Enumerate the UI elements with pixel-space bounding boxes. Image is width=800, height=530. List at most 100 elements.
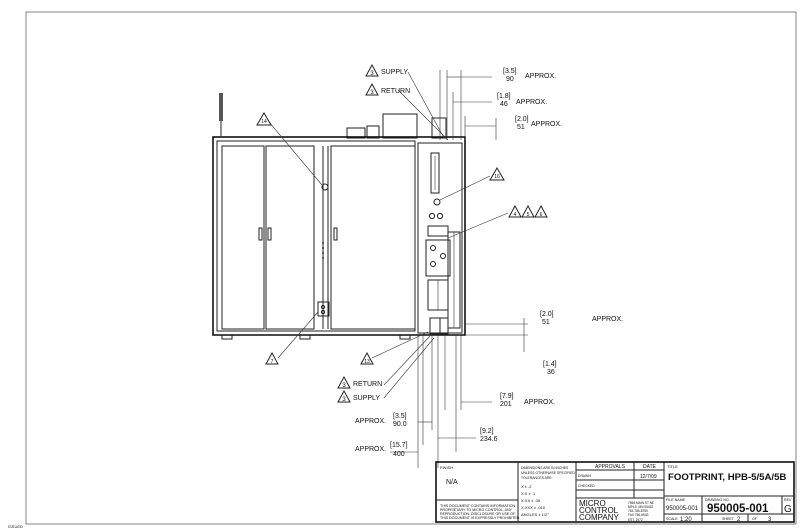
svg-text:REV: REV [784, 498, 792, 502]
company-line-3: COMPANY [579, 513, 620, 522]
drawing-title: FOOTPRINT, HPB-5/5A/5B [668, 472, 786, 483]
dimension-text: [3.5] 90 APPROX. [1.8] 46 APPROX. [2.0] … [355, 68, 623, 458]
svg-text:3: 3 [342, 397, 346, 403]
svg-text:13: 13 [364, 359, 370, 365]
svg-text:SHEET: SHEET [722, 517, 735, 521]
dim5-in: [1.4] [543, 361, 557, 368]
svg-text:FAX 786-6543: FAX 786-6543 [628, 513, 649, 517]
supply-top-label: SUPPLY [381, 69, 408, 76]
svg-text:THIS DOCUMENT CONTAINS INFORMA: THIS DOCUMENT CONTAINS INFORMATION [440, 504, 515, 508]
dimension-lines [390, 70, 528, 468]
tag-5 [521, 204, 535, 218]
date-value: 12/7/09 [640, 474, 657, 480]
dim6-note: APPROX. [524, 399, 555, 406]
control-column [417, 142, 463, 334]
dim9-note: APPROX. [355, 446, 386, 453]
tag-4 [508, 204, 522, 218]
cabinet [212, 136, 466, 336]
date-label: DATE [643, 464, 657, 470]
left-door-1 [221, 145, 265, 330]
tag-16 [489, 167, 505, 181]
svg-text:5: 5 [527, 212, 530, 218]
file-name-value: 950005-001 [666, 506, 699, 512]
tag-14 [256, 112, 272, 126]
svg-text:UNLESS OTHERWISE SPECIFIED: UNLESS OTHERWISE SPECIFIED [521, 471, 575, 475]
svg-text:4: 4 [514, 212, 517, 218]
right-door [330, 145, 416, 330]
svg-text:3: 3 [342, 383, 346, 389]
dim3-in: [2.0] [515, 116, 529, 123]
sheet-value: 2 [737, 517, 741, 523]
rev-value: G [784, 504, 792, 515]
tag-6 [534, 204, 548, 218]
svg-text:DRAWING NO.: DRAWING NO. [705, 498, 730, 502]
title-label: TITLE [667, 464, 678, 469]
return-top-label: RETURN [381, 88, 410, 95]
finish-value: N/A [446, 479, 458, 486]
svg-text:CHECKED: CHECKED [578, 484, 595, 488]
sheet-border [25, 11, 797, 525]
tag-7 [265, 351, 279, 365]
svg-text:3: 3 [370, 90, 374, 96]
sheet-total: 3 [768, 517, 772, 523]
svg-text:MPLS, MN 55432: MPLS, MN 55432 [628, 505, 653, 509]
svg-text:X.XX ± .05: X.XX ± .05 [521, 498, 541, 503]
dim3-note: APPROX. [531, 121, 562, 128]
dim6-mm: 201 [500, 401, 512, 408]
dim7-in: [3.5] [393, 413, 407, 420]
dim2-note: APPROX. [516, 99, 547, 106]
svg-text:THIS DOCUMENT IS EXPRESSLY PRO: THIS DOCUMENT IS EXPRESSLY PROHIBITED. [440, 516, 520, 520]
tag-3-supply-top [365, 63, 379, 77]
dim8-mm: 234.6 [480, 436, 498, 443]
dim9-in: [15.7] [390, 442, 408, 449]
svg-text:ANGLES ± 1/2°: ANGLES ± 1/2° [521, 512, 549, 517]
signal-tower [219, 93, 223, 121]
company-line-1: MICRO [579, 499, 606, 508]
svg-text:PROPRIETARY TO MICRO CONTROL,: PROPRIETARY TO MICRO CONTROL, ANY [440, 508, 513, 512]
return-bottom-label: RETURN [353, 381, 382, 388]
drawing-number: 950005-001 [707, 503, 769, 515]
tag-3-supply-bottom [337, 389, 351, 403]
dim2-in: [1.8] [497, 93, 511, 100]
footer-stamp: ISSUED [8, 524, 23, 529]
dim5-mm: 36 [547, 369, 555, 376]
svg-text:OF: OF [752, 517, 758, 521]
svg-text:EST. 1972: EST. 1972 [628, 518, 643, 522]
svg-text:DRAWN: DRAWN [578, 474, 591, 478]
callout-tags: 3 SUPPLY 3 RETURN 14 16 4 5 6 7 13 3 RET… [256, 63, 548, 403]
svg-text:6: 6 [540, 212, 543, 218]
dim4-in: [2.0] [540, 311, 554, 318]
company-line-2: CONTROL [579, 506, 619, 515]
dim4-note: APPROX. [592, 316, 623, 323]
finish-label: FINISH [440, 465, 453, 470]
dim1-mm: 90 [506, 76, 514, 83]
dim1-in: [3.5] [503, 68, 517, 75]
svg-text:16: 16 [494, 174, 500, 180]
machine-outline [212, 93, 466, 340]
scale-value: 1:20 [680, 517, 692, 523]
left-door-2 [265, 145, 315, 330]
svg-text:REPRODUCTION, DISCLOSURE OR US: REPRODUCTION, DISCLOSURE OR USE OF [440, 512, 516, 516]
svg-text:3: 3 [370, 71, 374, 77]
tag-13 [360, 351, 374, 365]
svg-text:X ± .2: X ± .2 [521, 484, 532, 489]
svg-text:DIMENSIONS ARE IN INCHES: DIMENSIONS ARE IN INCHES [521, 466, 569, 470]
svg-text:FILE NAME: FILE NAME [666, 498, 686, 502]
dim9-mm: 400 [393, 451, 405, 458]
dim8-in: [9.2] [480, 428, 494, 435]
svg-text:7956 MAIN ST NE: 7956 MAIN ST NE [628, 501, 654, 505]
title-block: FINISH N/A THIS DOCUMENT CONTAINS INFORM… [435, 461, 795, 523]
leader-lines [268, 71, 509, 399]
dim6-in: [7.9] [500, 393, 514, 400]
svg-text:X.XXX ± .010: X.XXX ± .010 [521, 505, 546, 510]
dim3-mm: 51 [517, 124, 525, 131]
dim2-mm: 46 [500, 101, 508, 108]
dim7-mm: 90.0 [393, 421, 407, 428]
svg-text:SCALE: SCALE [666, 517, 678, 521]
tag-3-return-top [365, 82, 379, 96]
approvals-label: APPROVALS [595, 464, 626, 470]
svg-text:14: 14 [261, 119, 267, 125]
svg-text:X.X ± .1: X.X ± .1 [521, 491, 536, 496]
svg-text:7: 7 [271, 359, 274, 365]
